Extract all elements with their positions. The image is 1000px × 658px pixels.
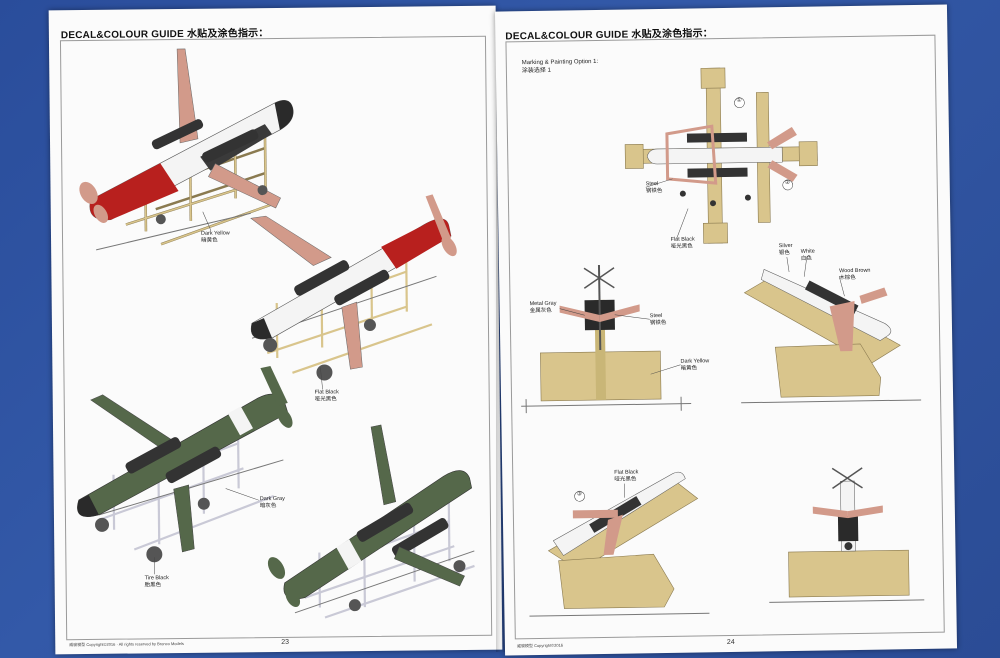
left-page-number: 23 [281, 638, 290, 646]
drone-green-1 [77, 366, 293, 563]
right-page-number: 24 [726, 638, 735, 647]
right-page-illustrations [521, 67, 925, 617]
right-page: DECAL&COLOUR GUIDE 水贴及涂色指示： Marking & Pa… [494, 4, 958, 656]
side-view-launcher-1 [741, 269, 922, 404]
drone-red-white-2 [250, 194, 457, 381]
drone-red-white-1 [79, 48, 294, 251]
side-view-launcher-2 [529, 471, 710, 617]
left-page-footer: 威骏模型 Copyright©2016 · All rights reserve… [69, 640, 184, 648]
right-page-footer: 威骏模型 Copyright©2016 [516, 642, 564, 649]
left-page: DECAL&COLOUR GUIDE 水贴及涂色指示： [48, 5, 503, 655]
callout-3: ③ [576, 491, 583, 498]
callout-2: ② [784, 179, 791, 187]
left-page-illustrations [77, 48, 475, 619]
front-view-launcher [521, 264, 692, 414]
top-view-launcher [624, 67, 818, 244]
drone-green-2 [267, 424, 475, 619]
rear-view-launcher [769, 467, 925, 603]
callout-1: ① [736, 97, 742, 104]
